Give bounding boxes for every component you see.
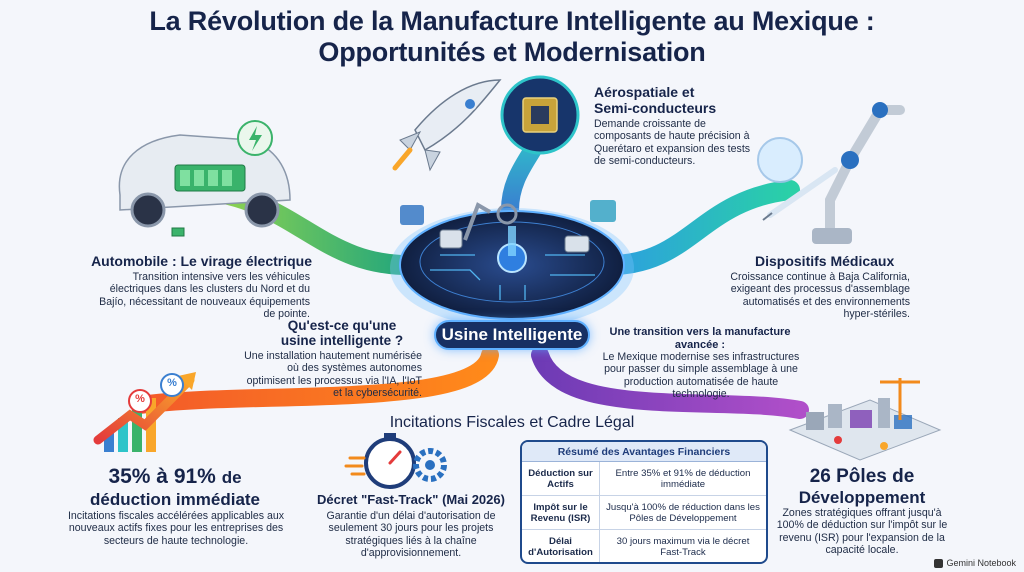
transition-heading-2: avancée :: [674, 338, 726, 351]
hub-label: Usine Intelligente: [434, 320, 590, 350]
transition-section: Une transition vers la manufacture avanc…: [600, 326, 800, 351]
medical-text: Croissance continue à Baja California, e…: [730, 271, 910, 321]
deduction-big-percent: 35% à 91%: [108, 465, 216, 488]
financial-row-key: Déduction sur Actifs: [522, 462, 600, 495]
title-line-2: Opportunités et Modernisation: [318, 37, 706, 67]
poles-big-line1: 26 Pôles de: [809, 466, 915, 487]
table-row: Déduction sur Actifs Entre 35% et 91% de…: [522, 462, 766, 496]
definition-heading-1: Qu'est-ce qu'une: [287, 318, 397, 333]
aerospace-heading-1: Aérospatiale et: [594, 84, 695, 100]
stopwatch-illustration: [344, 433, 447, 489]
definition-heading-2: usine intelligente ?: [280, 333, 404, 348]
brand-label: Gemini Notebook: [946, 558, 1016, 568]
table-row: Délai d'Autorisation 30 jours maximum vi…: [522, 530, 766, 562]
aerospace-heading-2: Semi-conducteurs: [594, 100, 717, 116]
automobile-illustration: [118, 120, 291, 237]
deduction-big-line2: déduction immédiate: [89, 490, 261, 509]
aerospace-section: Aérospatiale et Semi-conducteurs: [594, 84, 759, 116]
deduction-big: 35% à 91% de déduction immédiate: [60, 465, 290, 509]
financial-row-value: Jusqu'à 100% de réduction dans les Pôles…: [606, 501, 760, 524]
notebook-icon: [934, 558, 944, 568]
medical-illustration: [757, 102, 905, 244]
poles-big-line2: Développement: [798, 488, 926, 507]
title-line-1: La Révolution de la Manufacture Intellig…: [149, 6, 875, 36]
financial-summary-table: Résumé des Avantages Financiers Déductio…: [520, 440, 768, 564]
decree-heading: Décret "Fast-Track" (Mai 2026): [317, 492, 505, 507]
industrial-zone-illustration: [788, 378, 942, 461]
transition-heading-1: Une transition vers la manufacture: [609, 326, 791, 338]
poles-text: Zones stratégiques offrant jusqu'à 100% …: [776, 507, 948, 557]
percent-badge-red: %: [135, 393, 145, 405]
automobile-heading: Automobile : Le virage électrique: [91, 253, 312, 269]
page-title: La Révolution de la Manufacture Intellig…: [0, 6, 1024, 68]
transition-text: Le Mexique modernise ses infrastructures…: [602, 351, 800, 401]
ribbon-orange: [131, 346, 499, 414]
decree-text: Garantie d'un délai d'autorisation de se…: [326, 510, 496, 560]
automobile-text: Transition intensive vers les véhicules …: [99, 271, 310, 321]
growth-chart-illustration: [93, 372, 196, 452]
poles-big: 26 Pôles de Développement: [772, 466, 952, 507]
definition-text: Une installation hautement numérisée où …: [244, 350, 422, 400]
aerospace-illustration: [392, 75, 580, 172]
incentives-heading: Incitations Fiscales et Cadre Légal: [389, 414, 635, 431]
medical-heading: Dispositifs Médicaux: [755, 253, 895, 269]
financial-row-key: Délai d'Autorisation: [522, 530, 600, 562]
ribbon-right: [600, 180, 800, 275]
table-row: Impôt sur le Revenu (ISR) Jusqu'à 100% d…: [522, 496, 766, 530]
financial-summary-heading: Résumé des Avantages Financiers: [522, 442, 766, 462]
aerospace-text: Demande croissante de composants de haut…: [594, 118, 751, 168]
brand-logo: Gemini Notebook: [934, 558, 1016, 568]
financial-row-value: Entre 35% et 91% de déduction immédiate: [615, 467, 751, 490]
deduction-big-suffix: de: [221, 468, 242, 487]
deduction-text: Incitations fiscales accélérées applicab…: [67, 510, 285, 547]
ribbon-purple: [531, 346, 809, 419]
financial-row-key: Impôt sur le Revenu (ISR): [522, 496, 600, 529]
percent-badge-blue: %: [167, 377, 177, 389]
definition-section: Qu'est-ce qu'une usine intelligente ?: [262, 318, 422, 348]
financial-row-value: 30 jours maximum via le décret Fast-Trac…: [616, 536, 750, 558]
